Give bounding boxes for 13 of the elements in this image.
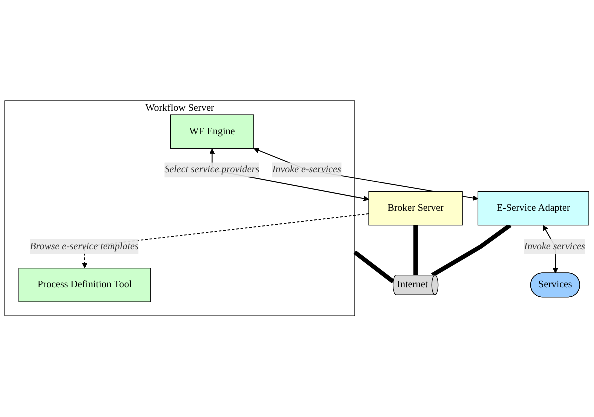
node-box: Process Definition Tool: [18, 268, 152, 302]
node-box: WF Engine: [170, 114, 254, 149]
node-box: E-Service Adapter: [478, 191, 590, 226]
connector: [354, 250, 395, 284]
edge-label: Invoke e-services: [272, 164, 342, 176]
edge-label: Invoke services: [524, 241, 586, 252]
connector: [414, 225, 418, 276]
node-box: Broker Server: [368, 191, 463, 226]
arrow: [210, 148, 370, 202]
connector: [431, 224, 512, 278]
node-text: Internet: [397, 280, 428, 290]
edge-label: Select service providers: [164, 164, 260, 176]
edge-label: Browse e-service templates: [30, 241, 139, 252]
